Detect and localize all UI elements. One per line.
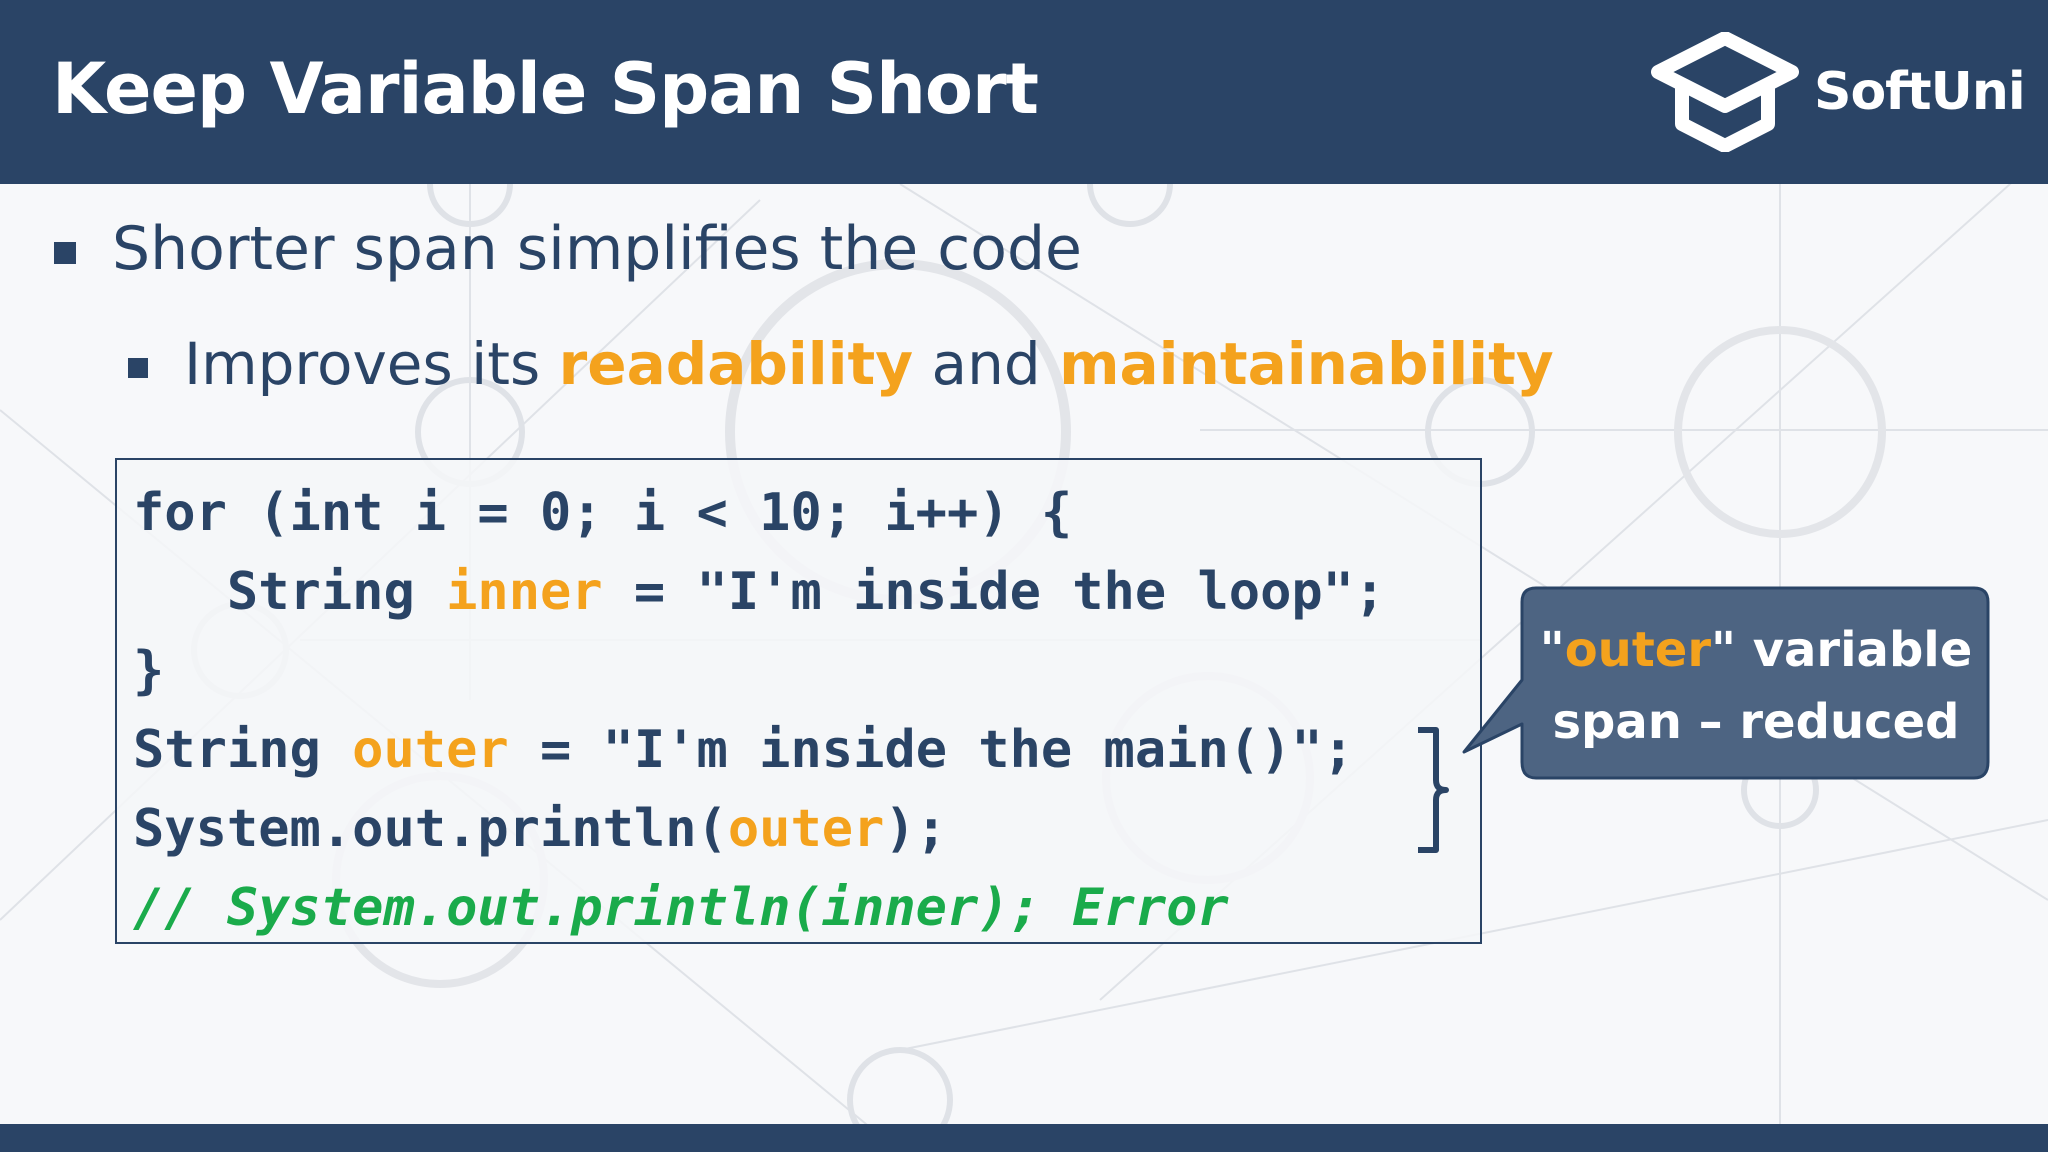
bullet-text-middle: and (913, 330, 1060, 398)
code-line-2: String inner = "I'm inside the loop"; (133, 562, 1385, 622)
code-line-6-comment: // System.out.println(inner); Error (133, 878, 1229, 938)
bullet-text: Shorter span simplifies the code (112, 214, 1082, 284)
code-block: for (int i = 0; i < 10; i++) { String in… (115, 458, 1482, 944)
callout-variable-label: " variable (1711, 622, 1973, 678)
code-assignment: = "I'm inside the main()"; (508, 720, 1354, 780)
code-text: for (int i = 0; i < 10; i++) { String in… (133, 474, 1385, 948)
code-var-outer: outer (727, 799, 885, 859)
softuni-logo: SoftUni (1650, 32, 2026, 152)
highlight-maintainability: maintainability (1059, 330, 1554, 398)
code-assignment: = "I'm inside the loop"; (602, 562, 1386, 622)
code-line-1: for (int i = 0; i < 10; i++) { (133, 483, 1073, 543)
slide-footer-bar (0, 1124, 2048, 1152)
code-call-prefix: System.out.println( (133, 799, 728, 859)
code-line-4: String outer = "I'm inside the main()"; (133, 720, 1354, 780)
code-line-5: System.out.println(outer); (133, 799, 947, 859)
slide-header: Keep Variable Span Short SoftUni (0, 0, 2048, 184)
highlight-readability: readability (558, 330, 914, 398)
right-brace-icon (1418, 727, 1449, 853)
code-call-suffix: ); (884, 799, 947, 859)
callout-line-1: "outer" variable (1524, 614, 1988, 686)
code-var-outer: outer (352, 720, 509, 780)
bullet-square-icon (54, 242, 76, 264)
code-type: String (226, 562, 447, 622)
code-var-inner: inner (446, 562, 603, 622)
code-type: String (133, 720, 353, 780)
slide-title: Keep Variable Span Short (52, 48, 1039, 130)
callout-line-2: span – reduced (1552, 694, 1960, 750)
callout-quote: " (1539, 622, 1565, 678)
graduation-cap-icon (1651, 32, 1799, 152)
bullet-text-prefix: Improves its (184, 330, 559, 398)
callout-highlight-outer: outer (1564, 622, 1712, 678)
code-line-3: } (133, 641, 165, 701)
bullet-text: Improves its readability and maintainabi… (184, 330, 1554, 398)
callout-bubble (1462, 586, 1990, 780)
bullet-square-icon (128, 358, 148, 378)
logo-wordmark: SoftUni (1814, 62, 2026, 122)
callout-text: "outer" variable span – reduced (1524, 614, 1988, 758)
code-indent (133, 562, 227, 622)
